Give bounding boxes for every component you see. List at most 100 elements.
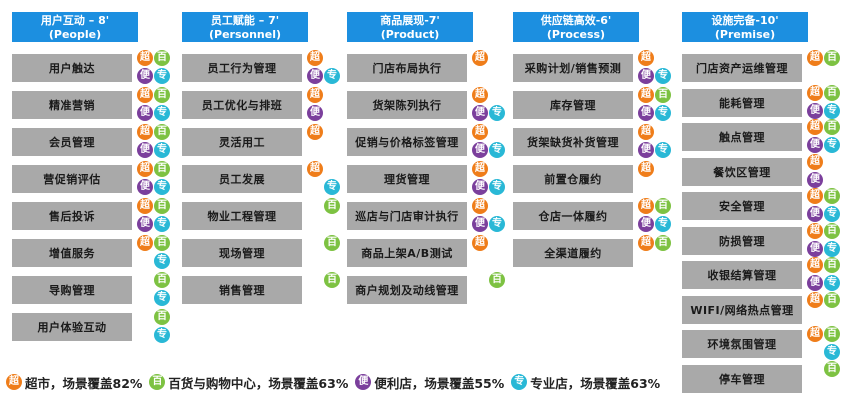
store-format-badges: 超百便专 — [137, 87, 173, 127]
store-format-badges: 百 — [307, 272, 343, 312]
badge-bai-icon: 百 — [324, 272, 340, 288]
badge-bai-icon: 百 — [324, 235, 340, 251]
column-subtitle: (Product) — [380, 28, 440, 41]
badge-bai-icon: 百 — [324, 198, 340, 214]
store-format-badges: 超便专 — [472, 198, 508, 238]
column-subtitle: (Premise) — [714, 28, 776, 41]
column-subtitle: (Personnel) — [209, 28, 281, 41]
badge-zhuan-icon: 专 — [489, 179, 505, 195]
badge-bian-icon: 便 — [472, 179, 488, 195]
badge-bian-icon: 便 — [807, 137, 823, 153]
badge-bian-icon: 便 — [638, 68, 654, 84]
store-format-badges: 百 — [307, 198, 343, 238]
badge-chao-icon: 超 — [472, 198, 488, 214]
badge-chao-icon: 超 — [807, 50, 823, 66]
badge-bian-icon: 便 — [472, 105, 488, 121]
store-format-badges: 百 — [307, 235, 343, 275]
column-title: 用户互动 – 8' — [40, 14, 110, 27]
column-premise: 设施完备-10' (Premise) 门店资产运维管理超百能耗管理超百便专触点管… — [682, 12, 840, 393]
badge-chao-icon: 超 — [137, 87, 153, 103]
badge-zhuan-icon: 专 — [655, 216, 671, 232]
badge-bian-icon: 便 — [137, 68, 153, 84]
store-format-badges: 超百便专 — [807, 257, 843, 297]
store-format-badges: 百专 — [137, 309, 173, 349]
scenario-cell: 现场管理 — [182, 239, 302, 267]
store-format-badges: 超 — [472, 50, 508, 90]
store-format-badges: 超百便专 — [137, 161, 173, 201]
scenario-cell: 精准营销 — [12, 91, 132, 119]
store-format-badges: 超百专 — [807, 326, 843, 366]
badge-bian-icon: 便 — [807, 171, 823, 188]
column-title: 员工赋能 – 7' — [210, 14, 280, 27]
badge-bai-icon: 百 — [824, 188, 840, 204]
store-format-badges: 超 — [307, 124, 343, 164]
scenario-cell: 员工发展 — [182, 165, 302, 193]
badge-chao-icon: 超 — [807, 326, 823, 342]
store-format-badges: 超便专 — [472, 124, 508, 164]
scenario-cell: 货架陈列执行 — [347, 91, 467, 119]
badge-bai-icon: 百 — [824, 291, 840, 308]
scenario-cell: 理货管理 — [347, 165, 467, 193]
badge-zhuan-icon: 专 — [154, 290, 170, 306]
scenario-cell: 用户触达 — [12, 54, 132, 82]
store-format-badges: 超百便专 — [807, 188, 843, 228]
badge-zhuan-icon: 专 — [324, 68, 340, 84]
legend: 超超市，场景覆盖82%百百货与购物中心，场景覆盖63%便便利店，场景覆盖55%专… — [6, 372, 667, 392]
store-format-badges: 超便专 — [638, 124, 674, 164]
badge-bai-icon: 百 — [655, 235, 671, 251]
badge-bian-icon: 便 — [807, 275, 823, 291]
column-subtitle: (Process) — [546, 28, 606, 41]
store-format-badges: 超百 — [807, 291, 843, 332]
badge-chao-icon: 超 — [137, 50, 153, 66]
badge-chao-icon: 超 — [638, 50, 654, 66]
badge-bai-icon: 百 — [154, 87, 170, 103]
badge-chao-icon: 超 — [638, 87, 654, 103]
store-format-badges: 超便 — [807, 153, 843, 194]
scenario-cell: 全渠道履约 — [513, 239, 633, 267]
badge-chao-icon: 超 — [807, 222, 823, 239]
scenario-cell: 餐饮区管理 — [682, 157, 802, 186]
badge-chao-icon: 超 — [472, 161, 488, 177]
badge-chao-icon: 超 — [807, 188, 823, 204]
scenario-cell: 营促销评估 — [12, 165, 132, 193]
badge-chao-icon: 超 — [472, 124, 488, 140]
badge-chao-icon: 超 — [638, 161, 654, 177]
scenario-cell: 防损管理 — [682, 226, 802, 255]
store-format-badges: 超百便专 — [137, 198, 173, 238]
legend-item: 超超市，场景覆盖82% — [6, 373, 142, 392]
badge-zhuan-icon: 专 — [154, 216, 170, 232]
badge-bian-icon: 便 — [638, 216, 654, 232]
badge-bian-icon: 便 — [807, 206, 823, 222]
badge-zhuan-icon: 专 — [824, 275, 840, 291]
scenario-cell: 促销与价格标签管理 — [347, 128, 467, 156]
scenario-cell: 售后投诉 — [12, 202, 132, 230]
scenario-cell: 物业工程管理 — [182, 202, 302, 230]
column-header: 用户互动 – 8' (People) — [12, 12, 138, 42]
store-format-badges: 百 — [472, 272, 508, 312]
badge-chao-icon: 超 — [472, 235, 488, 251]
badge-zhuan-icon: 专 — [655, 142, 671, 158]
store-format-badges: 超专 — [307, 161, 343, 201]
badge-zhuan-icon: 专 — [154, 142, 170, 158]
store-format-badges: 超便 — [307, 87, 343, 127]
badge-chao-icon: 超 — [807, 291, 823, 308]
column-personnel: 员工赋能 – 7' (Personnel) 员工行为管理超便专员工优化与排班超便… — [182, 12, 340, 304]
scenario-cell: 安全管理 — [682, 192, 802, 220]
badge-chao-icon: 超 — [472, 87, 488, 103]
scenario-cell: 销售管理 — [182, 276, 302, 304]
badge-chao-icon: 超 — [807, 153, 823, 170]
badge-zhuan-icon: 专 — [154, 179, 170, 195]
badge-zhuan-icon: 专 — [489, 105, 505, 121]
scenario-cell: 增值服务 — [12, 239, 132, 267]
badge-zhuan-icon: 专 — [154, 105, 170, 121]
scenario-cell: 商户规划及动线管理 — [347, 276, 467, 304]
badge-bai-icon: 百 — [154, 198, 170, 214]
store-format-badges: 百 — [807, 360, 843, 401]
badge-zhuan-icon: 专 — [154, 68, 170, 84]
column-header: 供应链高效-6' (Process) — [513, 12, 639, 42]
scenario-cell: 仓店一体履约 — [513, 202, 633, 230]
scenario-cell: 采购计划/销售预测 — [513, 54, 633, 82]
scenario-cell: 员工行为管理 — [182, 54, 302, 82]
badge-zhuan-icon: 专 — [324, 179, 340, 195]
legend-text: 专业店，场景覆盖63% — [530, 375, 661, 391]
